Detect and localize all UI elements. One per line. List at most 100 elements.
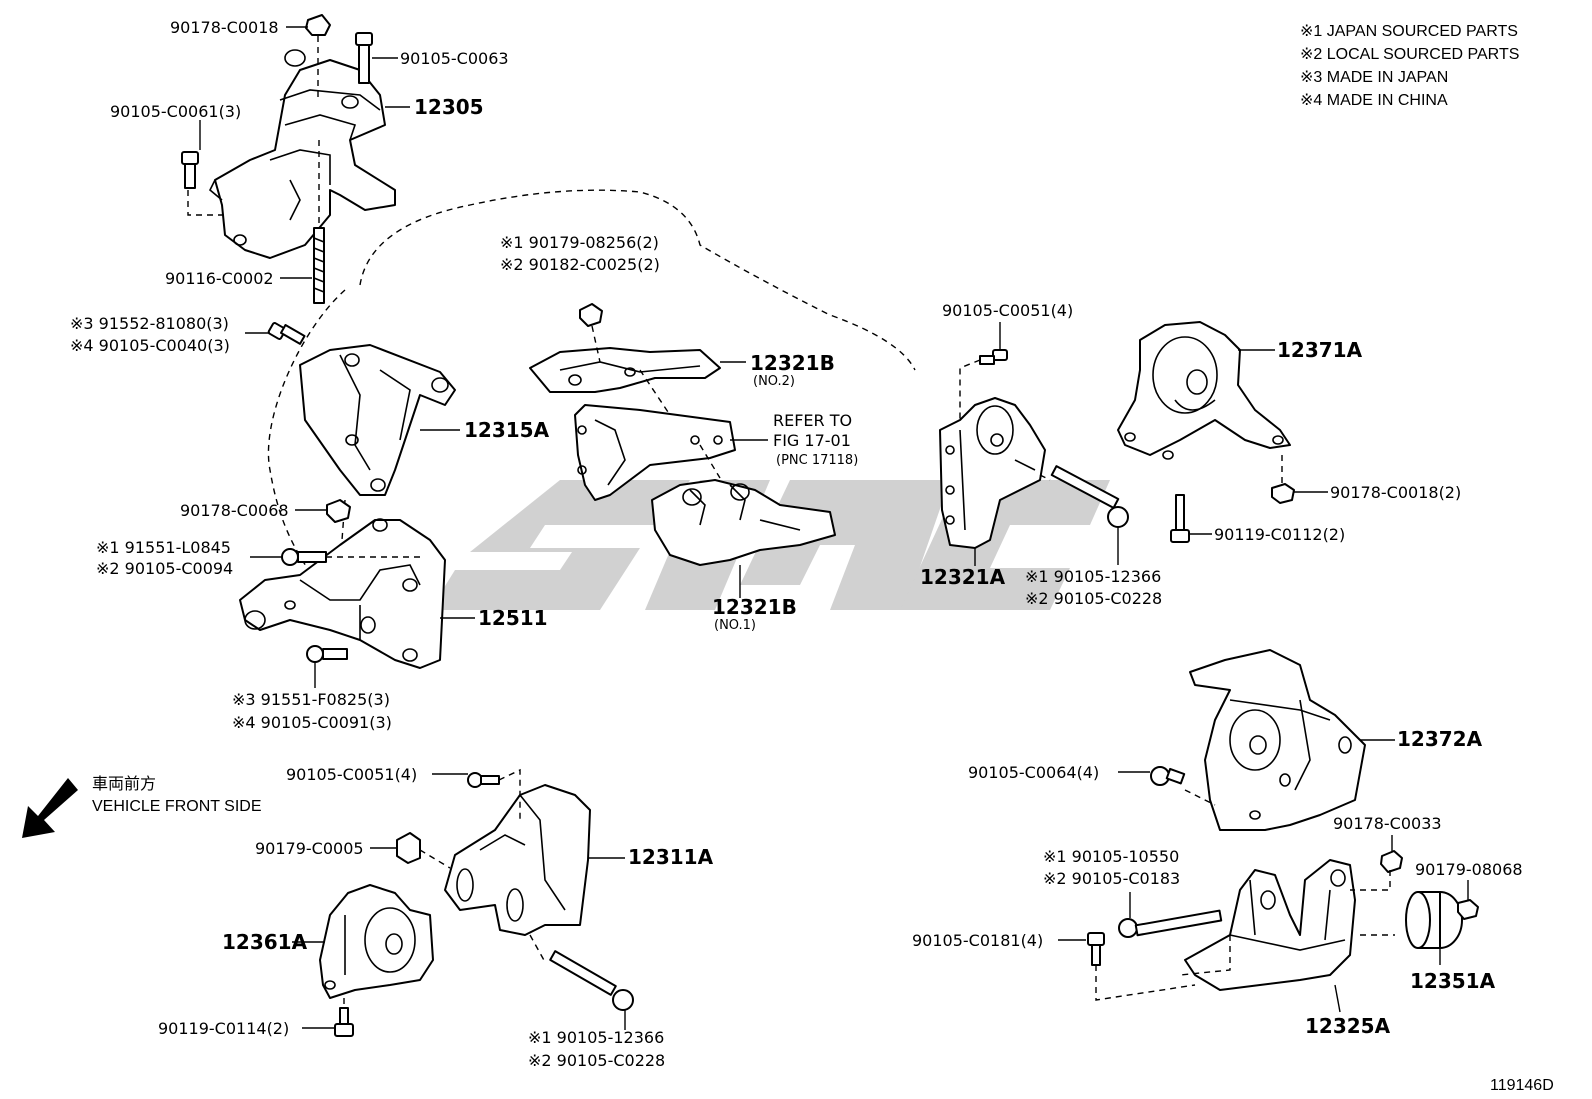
bolt-90119-C0112 xyxy=(1170,494,1190,543)
label-90105-C0061: 90105-C0061(3) xyxy=(110,102,241,121)
bolt-90105-C0181 xyxy=(1087,932,1105,966)
label-90105-C0091: ※4 90105-C0091(3) xyxy=(232,713,392,732)
label-90105-C0094: ※2 90105-C0094 xyxy=(96,559,233,578)
bolt-90105-C0063 xyxy=(355,32,373,84)
part-12321B-no2 xyxy=(529,347,721,393)
relation-line-main xyxy=(359,189,916,371)
label-12321B-no1: 12321B xyxy=(712,595,797,619)
bolt-90105-10550 xyxy=(1118,909,1223,938)
leader-dash xyxy=(1350,870,1391,891)
leader-dash xyxy=(1179,935,1231,976)
bolt-90119-C0114 xyxy=(334,1007,354,1037)
figure-id: 119146D xyxy=(1490,1077,1554,1094)
label-12361A: 12361A xyxy=(222,930,308,954)
refer-line1: REFER TO xyxy=(773,411,852,430)
label-90105-C0183: ※2 90105-C0183 xyxy=(1043,869,1180,888)
note-4: ※4 MADE IN CHINA xyxy=(1300,92,1448,109)
note-1: ※1 JAPAN SOURCED PARTS xyxy=(1300,23,1518,40)
label-12315A: 12315A xyxy=(464,418,550,442)
label-90178-C0068: 90178-C0068 xyxy=(180,501,289,520)
leader-dash xyxy=(1095,965,1196,1001)
label-90178-C0033: 90178-C0033 xyxy=(1333,814,1442,833)
label-12311A: 12311A xyxy=(628,845,714,869)
nut-90178-C0068 xyxy=(326,499,351,523)
label-12321B-no1-sub: (NO.1) xyxy=(714,618,756,633)
part-bracket-refer-17-01 xyxy=(574,404,736,501)
bolt-90105-12366-top xyxy=(1050,465,1129,528)
part-12511-bracket xyxy=(239,518,446,669)
label-90105-C0064: 90105-C0064(4) xyxy=(968,763,1099,782)
label-90105-C0051-bot: 90105-C0051(4) xyxy=(286,765,417,784)
label-12321B-no2-sub: (NO.2) xyxy=(753,374,795,389)
label-12325A: 12325A xyxy=(1305,1014,1391,1038)
label-90119-C0114: 90119-C0114(2) xyxy=(158,1019,289,1038)
leader-dash xyxy=(529,934,546,963)
label-12371A: 12371A xyxy=(1277,338,1363,362)
nut-90179-C0005 xyxy=(396,832,421,864)
refer-line3: (PNC 17118) xyxy=(776,453,858,468)
label-12321B-no2: 12321B xyxy=(750,351,835,375)
nut-90179-08256 xyxy=(579,303,603,327)
direction-jp: 車両前方 xyxy=(92,775,156,793)
label-90105-12366-bot: ※1 90105-12366 xyxy=(528,1028,664,1047)
label-90178-C0018: 90178-C0018 xyxy=(170,18,279,37)
part-12315A-bracket xyxy=(299,344,456,496)
bolt-90105-12366-bot xyxy=(549,950,634,1011)
part-12372A-mount xyxy=(1189,649,1366,831)
part-12371A-mount xyxy=(1117,321,1291,460)
bolt-91551-L0845 xyxy=(281,548,327,566)
label-12321A: 12321A xyxy=(920,565,1006,589)
note-2: ※2 LOCAL SOURCED PARTS xyxy=(1300,46,1519,63)
leader-dash xyxy=(341,499,346,541)
bolt-91551-F0825 xyxy=(306,645,348,663)
part-12321B-no1 xyxy=(651,479,836,566)
nut-90178-C0018 xyxy=(305,14,331,36)
nut-90178-C0033 xyxy=(1380,850,1403,873)
bolt-90105-C0051-top xyxy=(979,349,1008,365)
sourcing-notes: ※1 JAPAN SOURCED PARTS ※2 LOCAL SOURCED … xyxy=(1300,23,1519,109)
direction-en: VEHICLE FRONT SIDE xyxy=(92,798,262,815)
bolt-90105-C0051-bot xyxy=(467,772,500,788)
label-90105-C0063: 90105-C0063 xyxy=(400,49,509,68)
label-91551-L0845: ※1 91551-L0845 xyxy=(96,538,231,557)
part-12305-engine-mount xyxy=(209,49,396,259)
label-90105-C0228-bot: ※2 90105-C0228 xyxy=(528,1051,665,1070)
bolt-90105-C0064 xyxy=(1150,766,1186,786)
label-90105-C0051-top: 90105-C0051(4) xyxy=(942,301,1073,320)
label-90105-10550: ※1 90105-10550 xyxy=(1043,847,1179,866)
part-12361A-mount xyxy=(319,884,434,999)
label-90105-12366-top: ※1 90105-12366 xyxy=(1025,567,1161,586)
part-12351A-bushing xyxy=(1405,891,1463,949)
stud-90116-C0002 xyxy=(313,227,325,304)
part-12311A-bracket xyxy=(444,784,591,936)
label-90179-08256: ※1 90179-08256(2) xyxy=(500,233,659,252)
leader-dash xyxy=(1184,789,1216,806)
part-12325A-bracket xyxy=(1184,859,1356,991)
label-90105-C0228-top: ※2 90105-C0228 xyxy=(1025,589,1162,608)
label-91551-F0825: ※3 91551-F0825(3) xyxy=(232,690,390,709)
label-90182-C0025: ※2 90182-C0025(2) xyxy=(500,255,660,274)
label-12511: 12511 xyxy=(478,606,548,630)
part-labels: 90178-C0018 90105-C0063 90105-C0061(3) 1… xyxy=(70,18,1523,1070)
refer-line2: FIG 17-01 xyxy=(773,431,851,450)
label-90179-C0005: 90179-C0005 xyxy=(255,839,364,858)
part-12321A-bracket xyxy=(939,397,1046,549)
note-3: ※3 MADE IN JAPAN xyxy=(1300,69,1448,86)
label-90105-C0181: 90105-C0181(4) xyxy=(912,931,1043,950)
leader-dash xyxy=(187,190,225,216)
label-90178-C0018-2: 90178-C0018(2) xyxy=(1330,483,1461,502)
leader-dash xyxy=(639,369,671,416)
label-12305: 12305 xyxy=(414,95,484,119)
bolt-91552-81080 xyxy=(267,322,306,345)
nut-90179-08068 xyxy=(1457,899,1479,920)
leader-lines xyxy=(199,26,1469,1030)
leader-dash xyxy=(1039,474,1051,481)
label-90116-C0002: 90116-C0002 xyxy=(165,269,274,288)
label-12351A: 12351A xyxy=(1410,969,1496,993)
label-91552-81080: ※3 91552-81080(3) xyxy=(70,314,229,333)
label-12372A: 12372A xyxy=(1397,727,1483,751)
label-90105-C0040: ※4 90105-C0040(3) xyxy=(70,336,230,355)
nut-90178-C0018-2 xyxy=(1271,483,1295,504)
arrow-down-left-icon xyxy=(22,778,78,838)
